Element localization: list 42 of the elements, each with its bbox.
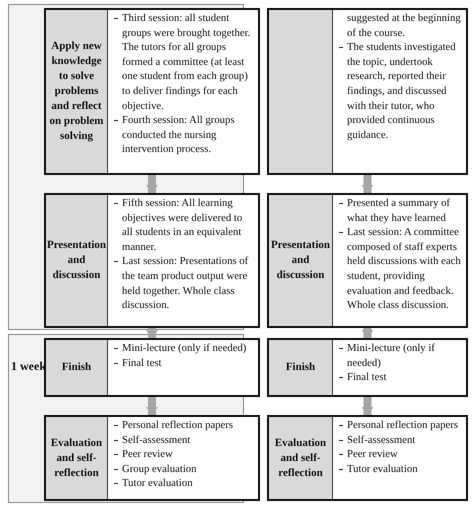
stage-box <box>44 193 260 328</box>
arrow <box>146 175 158 193</box>
arrow <box>362 175 374 193</box>
bullet-item: Last session: Presentations of the team product output were held together. Whole class discussion. <box>122 255 248 312</box>
arrow <box>146 328 158 338</box>
stage-heading: Evaluation and self-reflection <box>46 417 108 499</box>
stage-heading: Finish <box>46 340 108 395</box>
stage-heading: Apply new knowledge to solve problems and reflect on problem solving <box>46 10 108 173</box>
bullet-item: Group evaluation <box>122 462 196 475</box>
stage-box <box>267 8 468 175</box>
arrow <box>146 397 158 415</box>
bullet-item: Presented a summary of what they have learned <box>347 197 450 224</box>
bullet-item: The students investigated the topic, undertook research, reported their findings, and discussed with their tutor, who provided continuous guidance. <box>347 41 456 141</box>
stage-box <box>267 193 468 328</box>
bullet-item: Tutor evaluation <box>347 462 418 475</box>
bullet-item: Fifth session: All learning objectives were delivered to all students in an equivalent manner. <box>122 197 242 253</box>
stage-box <box>44 415 260 501</box>
stage-box <box>267 415 468 501</box>
stage-box <box>44 8 260 175</box>
stage-heading: Finish <box>269 340 333 395</box>
arrow <box>362 397 374 415</box>
bullet-item: Third session: all student groups were brought together. The tutors for all groups formed a committee (at least one student from each group) to deliver findings for each objective. <box>122 12 250 112</box>
bullet-item: Tutor evaluation <box>122 477 193 490</box>
continued-text: suggested at the beginning of the course. <box>347 12 461 39</box>
bullet-item: Personal reflection papers <box>347 419 458 431</box>
bullet-item: Self-assessment <box>347 434 416 446</box>
bullet-item: Mini-lecture (only if needed) <box>347 342 435 369</box>
stage-heading: Presentation and discussion <box>46 195 108 326</box>
stage-heading: Presentation and discussion <box>269 195 333 326</box>
bullet-item: Self-assessment <box>122 434 190 446</box>
bullet-item: Last session: A committee composed of staff experts held discussions with each student, providing evaluation and feedback. Whole class discussion. <box>347 226 461 312</box>
bullet-item: Peer review <box>122 448 173 460</box>
bullet-item: Peer review <box>347 448 398 460</box>
bullet-item: Personal reflection papers <box>122 419 233 431</box>
bullet-item: Final test <box>122 356 162 369</box>
bullet-item: Fourth session: All groups conducted the nursing intervention process. <box>122 114 235 156</box>
bullet-item: Final test <box>347 371 386 384</box>
stage-heading: Evaluation and self-reflection <box>269 417 333 499</box>
stage-box <box>267 338 468 397</box>
bullet-item: Mini-lecture (only if needed) <box>122 342 246 354</box>
stage-box <box>44 338 260 397</box>
arrow <box>362 328 374 338</box>
